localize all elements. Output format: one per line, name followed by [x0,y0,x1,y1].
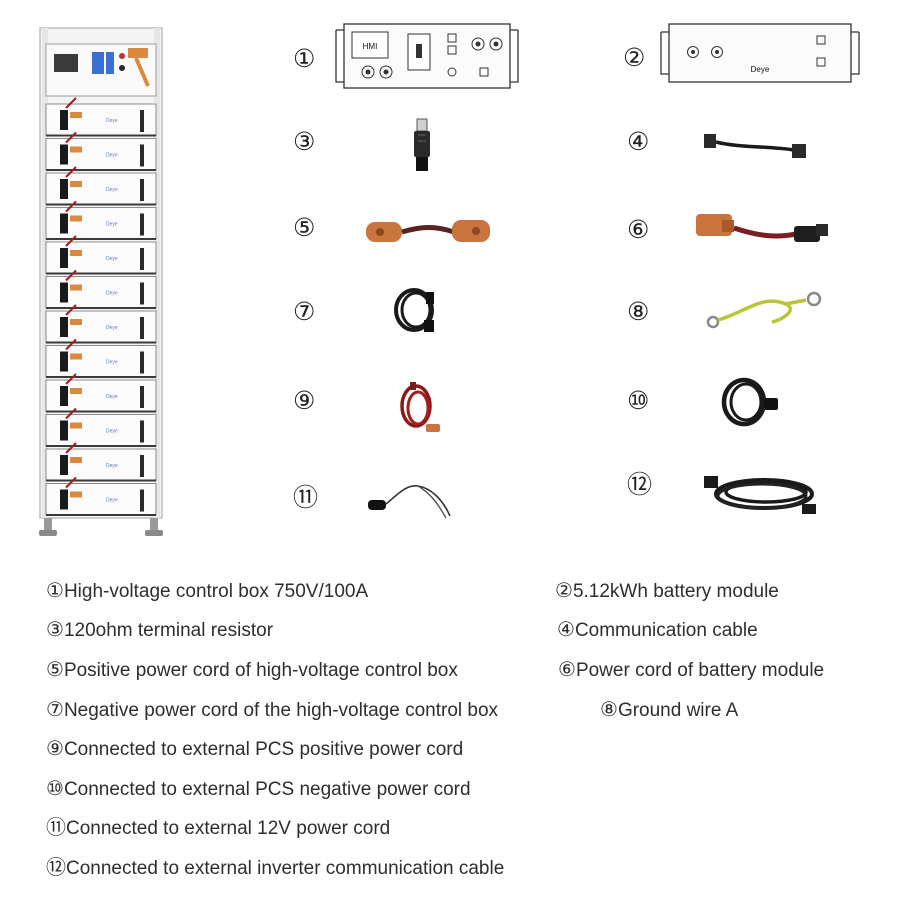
caption-11: ⑪Connected to external 12V power cord [46,817,390,838]
marker-9: ⑨ [293,386,316,415]
marker-5: ⑤ [293,213,316,242]
caption-5: ⑤Positive power cord of high-voltage con… [46,659,458,680]
rack-module: Deye [45,442,157,482]
caption-7-marker: ⑦ [46,697,64,721]
caption-10-text: Connected to external PCS negative power… [63,779,471,800]
rack-module-brand: Deye [106,118,118,124]
caption-6: ⑥Power cord of battery module [558,659,824,680]
rack-module: Deye [45,166,157,206]
caption-12-marker: ⑫ [46,855,66,879]
rack-module-brand: Deye [106,187,118,193]
positive-power-cord-image [362,212,494,250]
marker-11: ⑪ [293,483,319,512]
caption-9: ⑨Connected to external PCS positive powe… [46,738,463,759]
terminal-resistor-image [408,117,436,175]
rack-modules: DeyeDeyeDeyeDeyeDeyeDeyeDeyeDeyeDeyeDeye… [45,97,157,516]
caption-1-text: High-voltage control box 750V/100A [63,581,369,602]
battery-module-image: Deye [657,22,863,86]
rack-module: Deye [45,373,157,413]
rack-module: Deye [45,338,157,378]
caption-11-marker: ⑪ [46,815,66,839]
control-box-image: HMI [332,22,522,92]
rack-module: Deye [45,407,157,447]
caption-11-text: Connected to external 12V power cord [66,818,391,839]
caption-8-marker: ⑧ [600,697,618,721]
marker-8: ⑧ [627,297,650,326]
rack-module-brand: Deye [106,498,118,504]
caption-3: ③120ohm terminal resistor [46,619,273,640]
battery-rack-drawing: DeyeDeyeDeyeDeyeDeyeDeyeDeyeDeyeDeyeDeye… [39,27,163,536]
negative-power-cord-image [390,284,440,336]
external-12v-cord-image [366,478,458,524]
caption-6-text: Power cord of battery module [575,660,825,681]
caption-4-text: Communication cable [574,620,758,641]
rack-module-brand: Deye [106,429,118,435]
caption-8: ⑧Ground wire A [600,699,738,720]
caption-5-text: Positive power cord of high-voltage cont… [63,660,458,681]
rack-module-brand: Deye [106,325,118,331]
rack-module: Deye [45,97,157,137]
rack-module-brand: Deye [106,360,118,366]
inverter-communication-cable-image [702,466,822,520]
ground-wire-image [702,290,826,334]
rack-module-brand: Deye [106,256,118,262]
rack-module: Deye [45,235,157,275]
marker-3: ③ [293,127,316,156]
rack-module-brand: Deye [106,394,118,400]
marker-1: ① [293,44,316,73]
caption-2-marker: ② [555,578,573,602]
caption-5-marker: ⑤ [46,657,64,681]
caption-10-marker: ⑩ [46,776,64,800]
marker-4: ④ [627,127,650,156]
rack-module: Deye [45,131,157,171]
rack-module: Deye [45,304,157,344]
caption-3-text: 120ohm terminal resistor [63,620,274,641]
caption-4: ④Communication cable [557,619,758,640]
pcs-negative-cord-image [718,374,782,430]
rack-module: Deye [45,200,157,240]
hmi-label: HMI [363,42,378,51]
caption-8-text: Ground wire A [617,700,739,721]
rack-module-brand: Deye [106,222,118,228]
marker-7: ⑦ [293,297,316,326]
caption-7: ⑦Negative power cord of the high-voltage… [46,699,498,720]
caption-12-text: Connected to external inverter communica… [66,858,505,879]
marker-10: ⑩ [627,386,650,415]
pcs-positive-cord-image [394,380,444,438]
caption-10: ⑩Connected to external PCS negative powe… [46,778,471,799]
communication-cable-image [700,128,810,164]
caption-6-marker: ⑥ [558,657,576,681]
marker-12: ⑫ [627,470,653,499]
caption-9-marker: ⑨ [46,736,64,760]
caption-9-text: Connected to external PCS positive power… [63,739,464,760]
caption-1: ①High-voltage control box 750V/100A [46,580,368,601]
rack-module-brand: Deye [106,153,118,159]
module-brand-label: Deye [751,65,770,74]
caption-4-marker: ④ [557,617,575,641]
rack-module-brand: Deye [106,463,118,469]
caption-1-marker: ① [46,578,64,602]
caption-3-marker: ③ [46,617,64,641]
marker-6: ⑥ [627,215,650,244]
rack-module: Deye [45,476,157,516]
caption-2-text: 5.12kWh battery module [572,581,779,602]
caption-12: ⑫Connected to external inverter communic… [46,857,504,878]
caption-7-text: Negative power cord of the high-voltage … [63,700,499,721]
rack-module: Deye [45,269,157,309]
rack-module-brand: Deye [106,291,118,297]
marker-2: ② [623,43,646,72]
caption-2: ②5.12kWh battery module [555,580,779,601]
battery-power-cord-image [692,210,834,250]
